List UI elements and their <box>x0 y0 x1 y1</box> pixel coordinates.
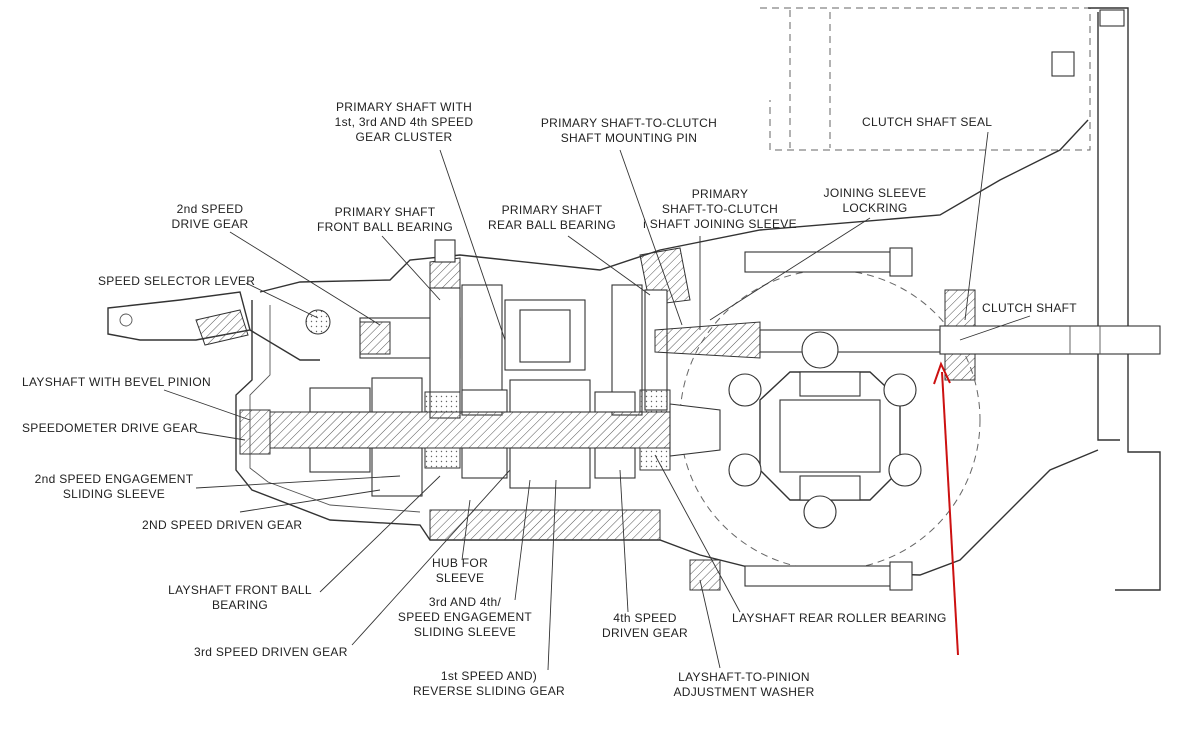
label-layshaft-rear-roller-bearing: LAYSHAFT REAR ROLLER BEARING <box>732 611 947 625</box>
layshaft <box>239 377 721 497</box>
label-2nd-speed-drive-gear: 2nd SPEED DRIVE GEAR <box>171 202 249 231</box>
differential <box>728 331 922 529</box>
label-2nd-speed-engagement: 2nd SPEED ENGAGEMENT SLIDING SLEEVE <box>34 472 194 501</box>
label-speedometer-drive-gear: SPEEDOMETER DRIVE GEAR <box>22 421 198 435</box>
label-4th-speed-driven-gear: 4th SPEED DRIVEN GEAR <box>602 611 688 640</box>
label-clutch-shaft: CLUTCH SHAFT <box>982 301 1077 315</box>
label-hub-for-sleeve: HUB FOR SLEEVE <box>431 556 489 585</box>
label-layshaft-front-bearing: LAYSHAFT FRONT BALL BEARING <box>168 583 312 612</box>
label-primary-rear-bearing: PRIMARY SHAFT REAR BALL BEARING <box>487 203 617 232</box>
label-clutch-shaft-seal: CLUTCH SHAFT SEAL <box>862 115 993 129</box>
label-primary-front-bearing: PRIMARY SHAFT FRONT BALL BEARING <box>316 205 454 234</box>
speed-selector-lever <box>107 291 331 361</box>
bolt-head <box>1099 9 1125 27</box>
layshaft-bar <box>269 411 671 449</box>
label-3rd-4th-engagement: 3rd AND 4th/ SPEED ENGAGEMENT SLIDING SL… <box>397 595 533 639</box>
label-1st-reverse-sliding-gear: 1st SPEED AND) REVERSE SLIDING GEAR <box>412 669 566 698</box>
bolt-head <box>1051 51 1075 77</box>
label-adjustment-washer: LAYSHAFT-TO-PINION ADJUSTMENT WASHER <box>673 670 815 699</box>
label-joining-sleeve: PRIMARY SHAFT-TO-CLUTCH i SHAFT JOINING … <box>643 187 797 231</box>
label-joining-lockring: JOINING SLEEVE LOCKRING <box>823 186 927 215</box>
red-annotation-arrow <box>933 361 959 656</box>
adjustment-washer <box>689 559 721 591</box>
bolts <box>434 239 913 591</box>
label-layshaft-bevel-pinion: LAYSHAFT WITH BEVEL PINION <box>22 375 211 389</box>
label-2nd-speed-driven-gear: 2ND SPEED DRIVEN GEAR <box>142 518 303 532</box>
primary-front-nut <box>359 321 391 355</box>
label-speed-selector-lever: SPEED SELECTOR LEVER <box>98 274 256 288</box>
label-3rd-speed-driven-gear: 3rd SPEED DRIVEN GEAR <box>194 645 348 659</box>
label-mounting-pin: PRIMARY SHAFT-TO-CLUTCH SHAFT MOUNTING P… <box>540 116 718 145</box>
label-primary-shaft-gear-cluster: PRIMARY SHAFT WITH 1st, 3rd AND 4th SPEE… <box>334 100 474 144</box>
clutch-housing <box>760 7 1161 591</box>
speedometer-gear <box>239 409 271 455</box>
clutch-shaft <box>939 325 1161 355</box>
joining-sleeve <box>654 321 761 359</box>
leader-lines <box>163 131 1031 671</box>
